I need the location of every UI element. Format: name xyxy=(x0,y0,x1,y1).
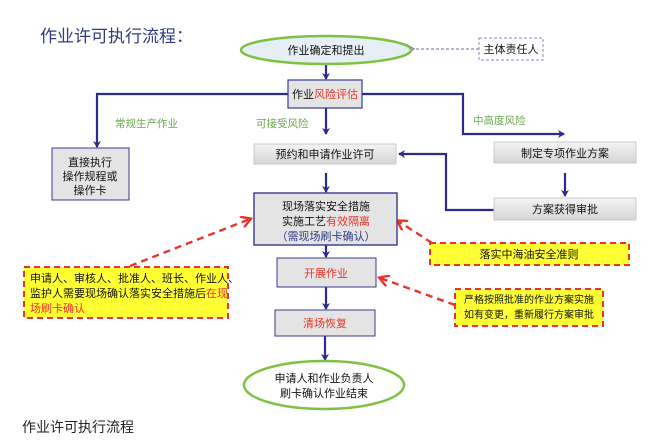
direct-line3: 操作卡 xyxy=(74,183,107,197)
note-strict: 严格按照批准的作业方案实施 如有变更，重新履行方案审批 xyxy=(454,288,604,327)
site-line1: 现场落实安全措施 xyxy=(282,199,370,213)
work-label: 开展作业 xyxy=(304,267,348,280)
page-title: 作业许可执行流程： xyxy=(40,27,193,47)
node-clear-restore: 清场恢复 xyxy=(274,309,376,337)
node-start-label: 作业确定和提出 xyxy=(288,43,365,57)
note-strict-line2: 如有变更，重新履行方案审批 xyxy=(464,308,594,321)
arrow-risk-to-plan xyxy=(362,92,565,138)
arrow-risk-to-direct xyxy=(93,92,288,148)
node-apply-permit: 预约和申请作业许可 xyxy=(253,143,397,165)
note-cnooc: 落实中海油安全准则 xyxy=(429,242,630,266)
red-arrow-left-note xyxy=(129,219,250,268)
svg-text:实施工艺有效隔离: 实施工艺有效隔离 xyxy=(282,214,370,228)
branch-label-high: 中高度风险 xyxy=(473,114,526,127)
note-left-line2b: 在现 xyxy=(206,287,228,300)
node-plan-approved: 方案获得审批 xyxy=(493,197,637,221)
risk-label-a: 作业 xyxy=(292,88,314,101)
svg-text:监护人需要现场确认落实安全措施后在现: 监护人需要现场确认落实安全措施后在现 xyxy=(30,286,228,300)
red-arrow-strict-note xyxy=(380,278,456,307)
site-line3: （需现场刷卡确认） xyxy=(277,229,376,243)
approve-label: 方案获得审批 xyxy=(532,202,598,216)
direct-line2: 操作规程或 xyxy=(63,169,118,183)
note-strict-line1: 严格按照批准的作业方案实施 xyxy=(464,293,594,306)
apply-label: 预约和申请作业许可 xyxy=(276,148,375,161)
clear-label: 清场恢复 xyxy=(303,316,347,330)
note-left-line3: 场刷卡确认 xyxy=(30,301,85,315)
node-end: 申请人和作业负责人 刷卡确认作业结束 xyxy=(242,359,406,411)
end-line1: 申请人和作业负责人 xyxy=(275,371,374,385)
node-risk-assessment: 作业风险评估 xyxy=(287,79,363,109)
note-left-line2a: 监护人需要现场确认落实安全措施后 xyxy=(30,286,206,300)
site-line2b: 有效隔离 xyxy=(326,214,370,228)
node-owner: 主体责任人 xyxy=(478,37,544,61)
arrow-approve-to-apply xyxy=(398,150,494,212)
note-left-confirm: 申请人、审核人、批准人、班长、作业人、 监护人需要现场确认落实安全措施后在现 场… xyxy=(23,266,239,319)
node-special-plan: 制定专项作业方案 xyxy=(493,141,637,164)
site-line2a: 实施工艺 xyxy=(282,214,326,228)
node-start: 作业确定和提出 xyxy=(239,34,413,66)
branch-label-routine: 常规生产作业 xyxy=(115,117,178,130)
caption: 作业许可执行流程 xyxy=(22,420,134,436)
note-left-line1: 申请人、审核人、批准人、班长、作业人、 xyxy=(30,271,239,285)
svg-text:作业风险评估: 作业风险评估 xyxy=(292,87,358,101)
red-arrow-cnooc-note xyxy=(398,221,433,245)
node-owner-label: 主体责任人 xyxy=(484,42,539,56)
node-direct-execute: 直接执行 操作规程或 操作卡 xyxy=(51,147,130,201)
node-site-safety: 现场落实安全措施 实施工艺有效隔离 （需现场刷卡确认） xyxy=(253,192,398,246)
branch-label-acceptable: 可接受风险 xyxy=(256,117,309,130)
end-line2: 刷卡确认作业结束 xyxy=(280,387,368,400)
risk-label-b: 风险评估 xyxy=(314,87,358,101)
direct-line1: 直接执行 xyxy=(68,155,112,169)
flow-connectors xyxy=(93,49,569,361)
plan-label: 制定专项作业方案 xyxy=(521,146,609,160)
note-cnooc-label: 落实中海油安全准则 xyxy=(480,247,579,261)
node-start-work: 开展作业 xyxy=(276,257,377,288)
